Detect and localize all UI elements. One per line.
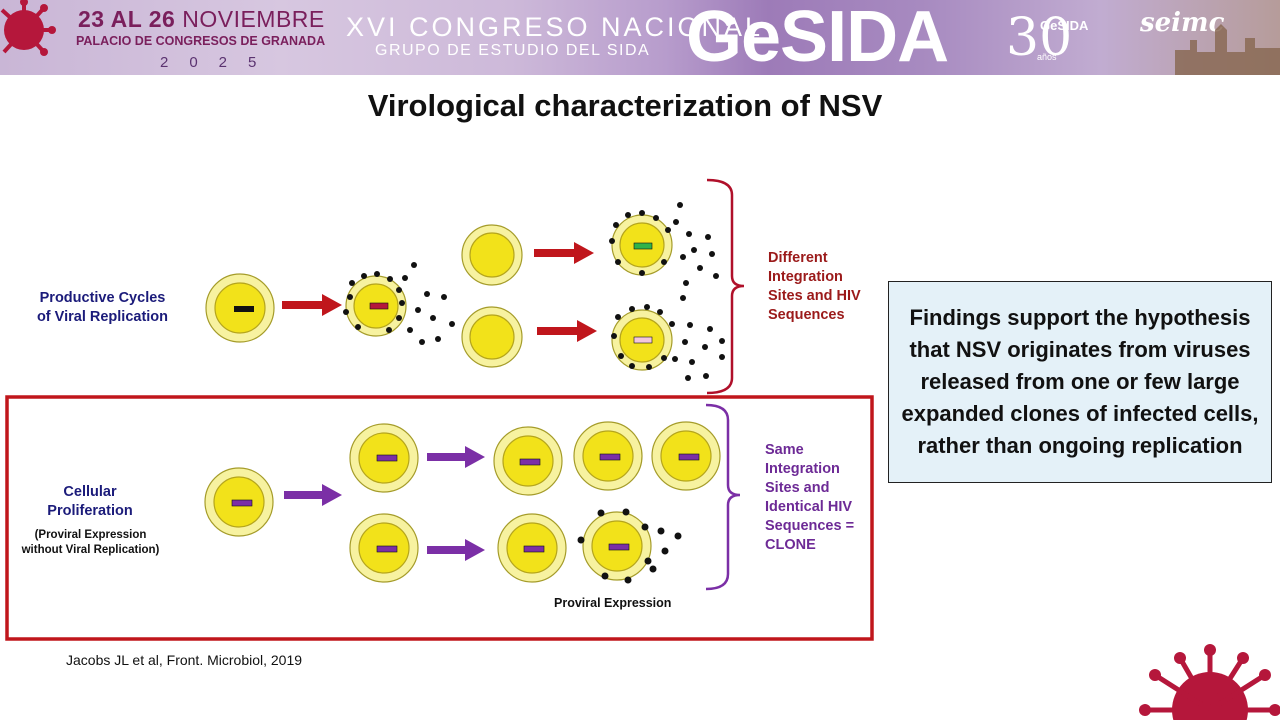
anniversary-word: años xyxy=(1037,52,1057,62)
label-line: Sequences xyxy=(768,307,845,323)
infected-cell-productive xyxy=(205,273,275,343)
proliferating-cell-source xyxy=(204,467,274,537)
label-line: Integration xyxy=(765,461,840,477)
virus-icon xyxy=(0,0,56,56)
label-line: Sites and HIV xyxy=(768,288,861,304)
daughter-cell xyxy=(349,513,419,583)
bracket-different xyxy=(706,178,745,395)
same-sites-label: Same Integration Sites and Identical HIV… xyxy=(765,441,854,555)
proviral-expression-label: Proviral Expression xyxy=(554,596,672,610)
label-line: Sites and xyxy=(765,480,830,496)
congress-name: XVI CONGRESO NACIONAL xyxy=(346,12,764,42)
arrow-red xyxy=(537,320,597,342)
slide-title: Virological characterization of NSV xyxy=(367,88,883,123)
virus-icon xyxy=(1139,644,1280,720)
label-line: of Viral Replication xyxy=(36,309,169,325)
arrow-red xyxy=(282,294,342,316)
productive-cycles-label: Productive Cycles of Viral Replication xyxy=(20,289,185,327)
label-line: CLONE xyxy=(765,537,816,553)
arrow-purple xyxy=(427,539,485,561)
bracket-same xyxy=(705,403,741,591)
label-line: Productive Cycles xyxy=(39,290,166,306)
seimc-logo: seimc xyxy=(1140,8,1225,38)
cellular-proliferation-label: Cellular Proliferation xyxy=(40,483,140,521)
infected-cell-green xyxy=(611,214,673,276)
clonal-expansion-box xyxy=(5,395,874,641)
alhambra-skyline-icon xyxy=(1175,24,1280,75)
virions xyxy=(577,508,682,584)
event-dates: 23 AL 26 NOVIEMBRE xyxy=(78,6,325,32)
clone-cell xyxy=(573,421,643,491)
label-line: Proliferation xyxy=(47,503,133,519)
anniversary-number: 30 xyxy=(1006,8,1073,68)
label-line: Identical HIV xyxy=(765,499,853,515)
label-line: Integration xyxy=(768,269,843,285)
virions xyxy=(343,262,455,345)
label-line: Sequences = xyxy=(765,518,855,534)
virions xyxy=(609,202,725,381)
group-name: GRUPO DE ESTUDIO DEL SIDA xyxy=(375,42,651,59)
label-line: Same xyxy=(765,442,804,458)
proviral-note: (Proviral Expression without Viral Repli… xyxy=(8,528,173,558)
target-cell-lower xyxy=(461,306,523,368)
citation: Jacobs JL et al, Front. Microbiol, 2019 xyxy=(66,652,303,668)
label-line: Cellular xyxy=(63,484,117,500)
target-cell-upper xyxy=(461,224,523,286)
daughter-cell xyxy=(349,423,419,493)
label-line: Different xyxy=(768,250,828,266)
clone-cell xyxy=(497,513,567,583)
event-venue: PALACIO DE CONGRESOS DE GRANADA xyxy=(76,34,326,48)
label-line: (Proviral Expression xyxy=(34,529,147,541)
budding-cell xyxy=(345,275,407,337)
arrow-purple xyxy=(427,446,485,468)
gesida-logo: GeSIDA xyxy=(1040,18,1089,33)
arrow-red xyxy=(534,242,594,264)
event-year: 2025 xyxy=(160,54,278,71)
label-line: without Viral Replication) xyxy=(21,544,160,556)
different-sites-label: Different Integration Sites and HIV Sequ… xyxy=(768,249,861,325)
infected-cell-pink xyxy=(611,309,673,371)
clone-cell xyxy=(493,426,563,496)
findings-box: Findings support the hypothesis that NSV… xyxy=(888,281,1272,483)
clone-cell xyxy=(651,421,721,491)
brand-logo: GeSIDA xyxy=(686,0,949,75)
clone-cell-expressing xyxy=(582,511,652,581)
conference-banner: 23 AL 26 NOVIEMBRE PALACIO DE CONGRESOS … xyxy=(0,0,1280,75)
arrow-purple xyxy=(284,484,342,506)
